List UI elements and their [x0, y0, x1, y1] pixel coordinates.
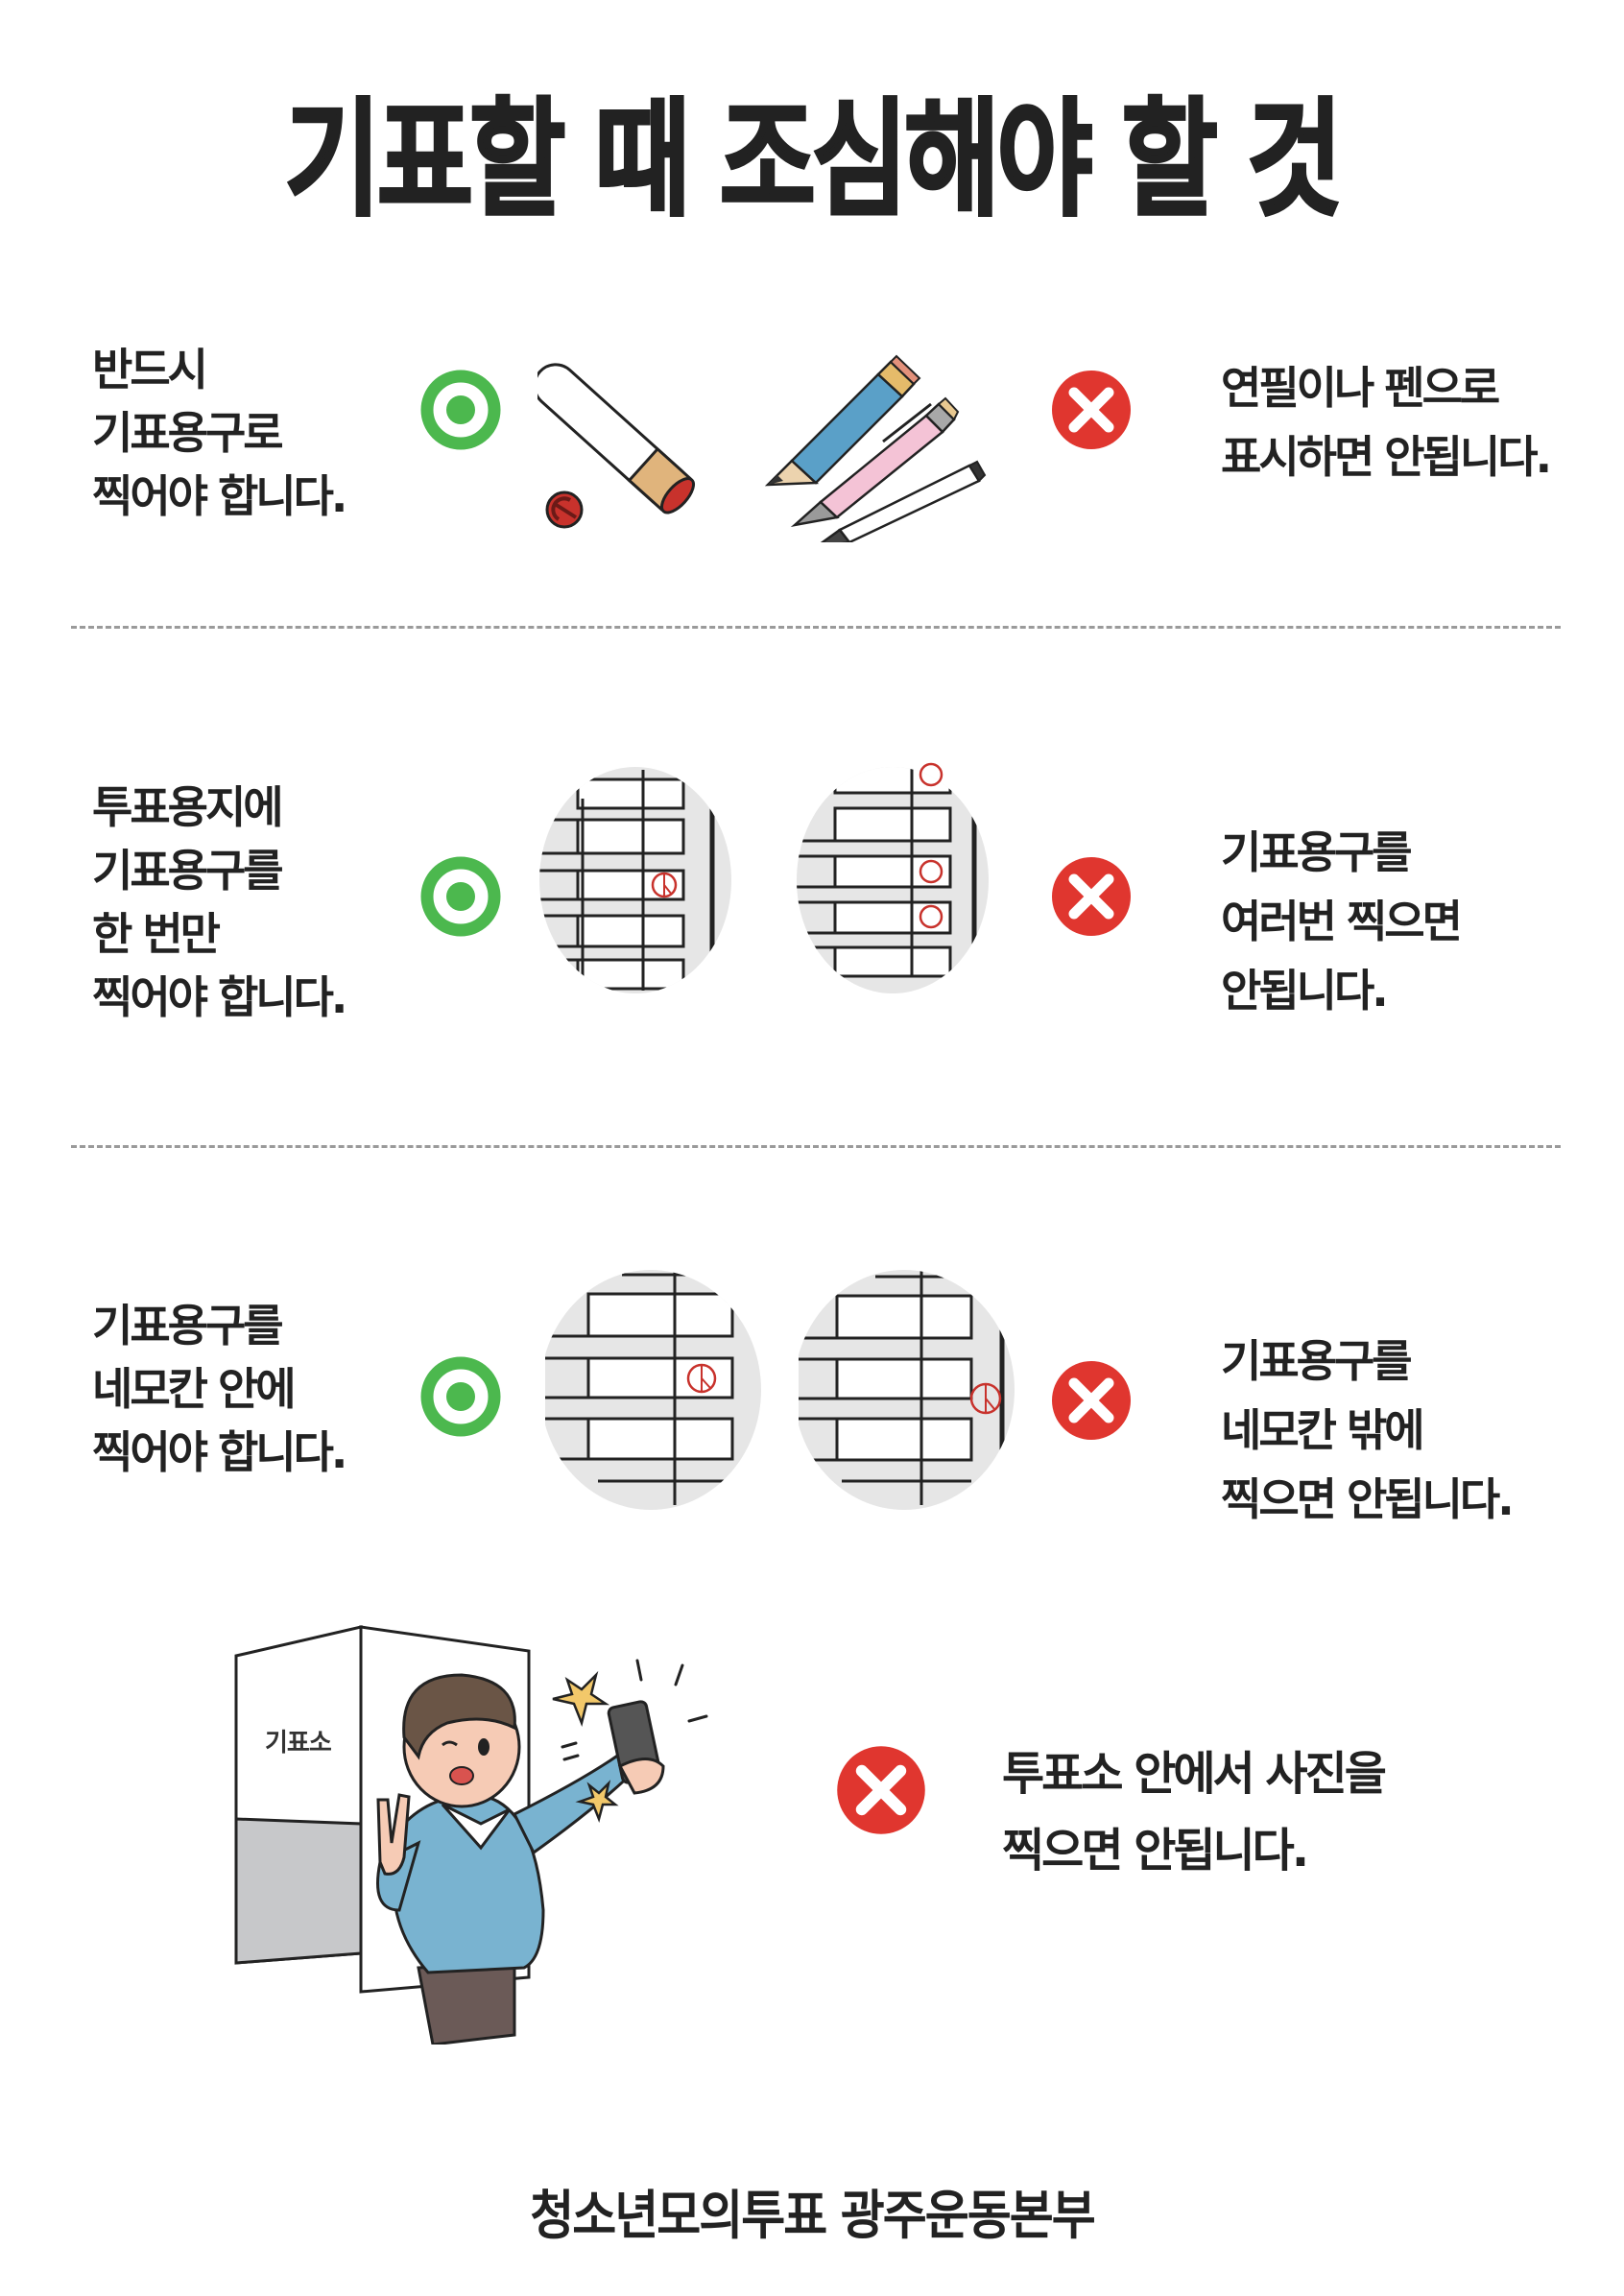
red-x-icon: [1052, 371, 1131, 449]
ballot-multiple-stamps-icon: [797, 762, 989, 993]
section-divider: [71, 1145, 1561, 1148]
rule-1-dont-text: 연필이나 펜으로 표시하면 안됩니다.: [1221, 362, 1552, 483]
green-circle-icon: [420, 1356, 501, 1437]
booth-label: 기표소: [265, 1729, 332, 1758]
ballot-stamp-inside-box-icon: [545, 1270, 761, 1510]
green-circle-icon: [420, 370, 501, 450]
photo-rule-dont-text: 투표소 안에서 사진을 찍으면 안됩니다.: [1002, 1747, 1387, 1877]
green-circle-icon: [420, 856, 501, 937]
red-x-icon: [1052, 1361, 1131, 1440]
rule-2-do-text: 투표용지에 기표용구를 한 번만 찍어야 합니다.: [92, 781, 347, 1023]
voting-booth-icon: [234, 1625, 708, 2045]
ballot-single-stamp-icon: [539, 767, 731, 993]
pencil-and-pens-icon: [764, 354, 987, 542]
red-x-icon: [1052, 857, 1131, 936]
section-divider: [71, 626, 1561, 629]
page-title: 기표할 때 조심해야 할 것: [283, 84, 1344, 234]
rule-3-do-text: 기표용구를 네모칸 안에 찍어야 합니다.: [92, 1300, 347, 1478]
stamp-tool-icon: [537, 363, 696, 529]
red-x-icon: [837, 1746, 925, 1834]
footer-organization: 청소년모의투표 광주운동본부: [530, 2185, 1095, 2247]
rule-2-dont-text: 기표용구를 여러번 찍으면 안됩니다.: [1221, 826, 1463, 1016]
rule-1-do-text: 반드시 기표용구로 찍어야 합니다.: [92, 344, 347, 522]
ballot-stamp-outside-box-icon: [799, 1270, 1015, 1510]
rule-3-dont-text: 기표용구를 네모칸 밖에 찍으면 안됩니다.: [1221, 1335, 1515, 1525]
selfie-in-voting-booth-illustration: 기표소: [227, 1622, 726, 2045]
